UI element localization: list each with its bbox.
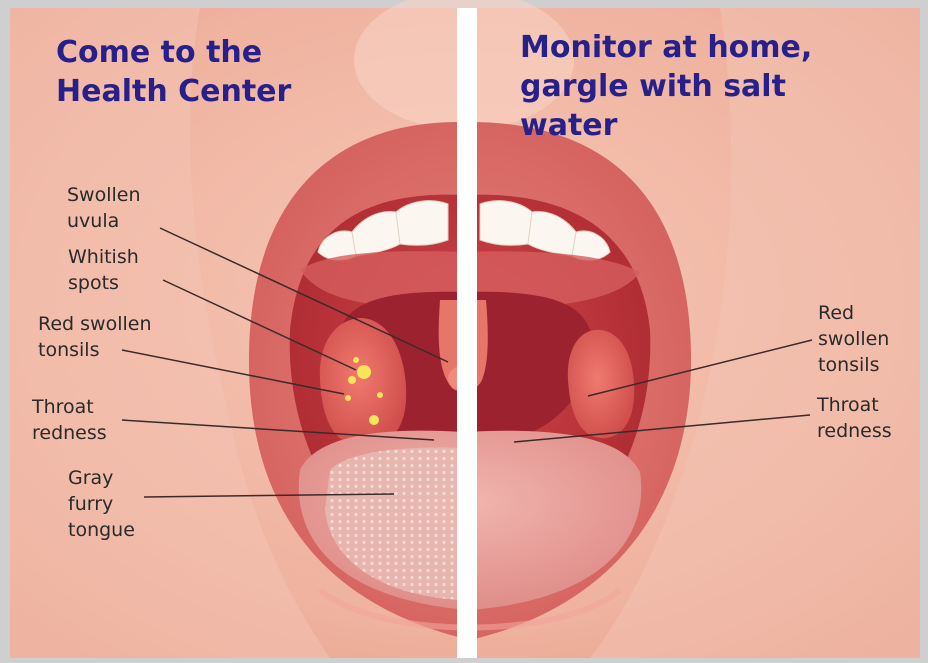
label-whitish-spots: Whitish spots [68,244,139,296]
right-heading: Monitor at home, gargle with salt water [520,28,812,145]
label-throat-redness-right: Throat redness [817,392,892,444]
label-red-swollen-tonsils-right: Red swollen tonsils [818,300,889,378]
center-divider [457,8,477,658]
label-red-swollen-tonsils-left: Red swollen tonsils [38,311,152,363]
label-throat-redness-left: Throat redness [32,394,107,446]
left-heading: Come to the Health Center [56,33,291,111]
label-gray-furry-tongue: Gray furry tongue [68,465,135,543]
label-swollen-uvula: Swollen uvula [67,182,141,234]
